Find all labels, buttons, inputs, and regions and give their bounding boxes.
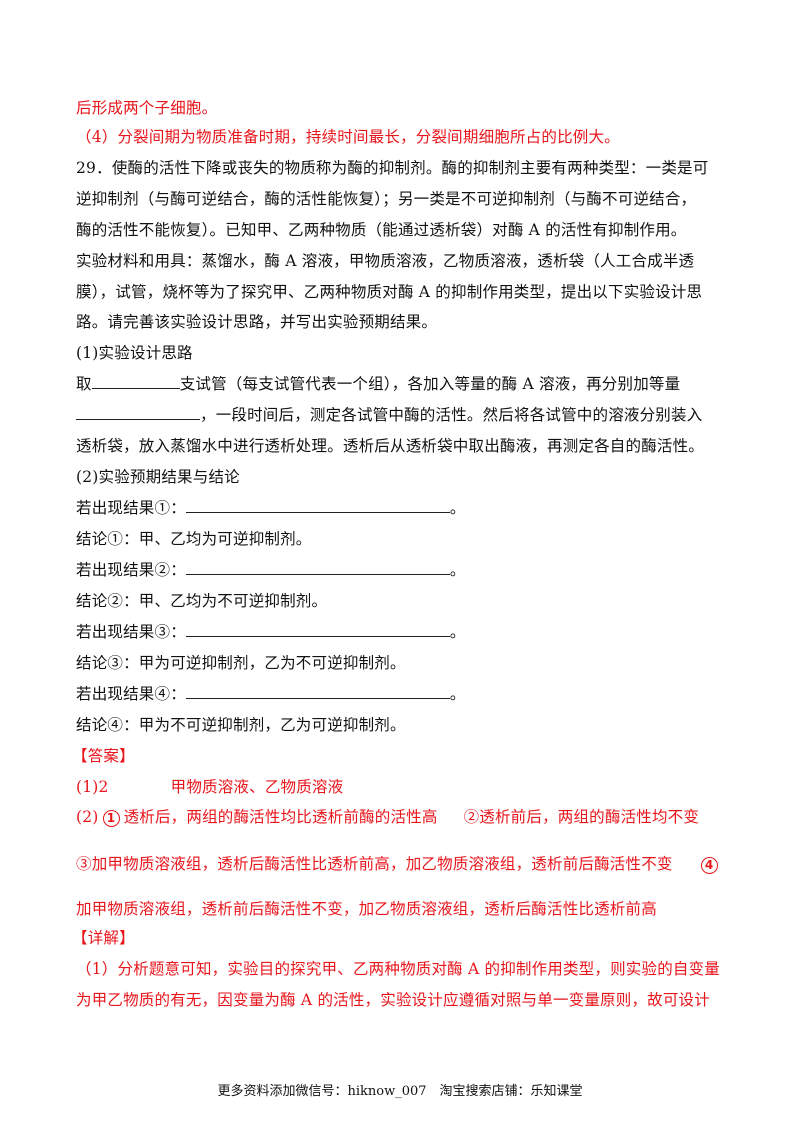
answer-line-1: (1)2 甲物质溶液、乙物质溶液	[76, 776, 726, 798]
question-line-2: 逆抑制剂（与酶可逆结合，酶的活性能恢复）；另一类是不可逆抑制剂（与酶不可逆结合，	[76, 190, 697, 208]
part1-title: (1)实验设计思路	[76, 344, 193, 362]
conclusion-3: 结论③：甲为可逆抑制剂，乙为不可逆抑制剂。	[76, 654, 406, 672]
blank-solutions[interactable]	[76, 405, 200, 420]
answer-line-4: 加甲物质溶液组，透析前后酶活性不变，加乙物质溶液组，透析后酶活性比透析前高	[76, 900, 657, 918]
conclusion-1: 结论①：甲、乙均为可逆抑制剂。	[76, 530, 312, 548]
question-line-6: 路。请完善该实验设计思路，并写出实验预期结果。	[76, 313, 438, 331]
prev-answer-line-2: （4）分裂间期为物质准备时期，持续时间最长，分裂间期细胞所占的比例大。	[76, 128, 620, 146]
detail-line-1: （1）分析题意可知，实验目的探究甲、乙两种物质对酶 A 的抑制作用类型，则实验的…	[76, 960, 721, 978]
design-text-b: 支试管（每支试管代表一个组），各加入等量的酶 A 溶液，再分别加等量	[179, 375, 681, 393]
design-line-2: ，一段时间后，测定各试管中酶的活性。然后将各试管中的溶液分别装入	[76, 404, 726, 426]
answer-1-text: 甲物质溶液、乙物质溶液	[170, 778, 344, 796]
result-end: 。	[449, 499, 466, 517]
detail-line-2: 为甲乙物质的有无，因变量为酶 A 的活性，实验设计应遵循对照与单一变量原则，故可…	[76, 991, 710, 1009]
blank-result-3[interactable]	[185, 622, 450, 637]
answer-1-number: (1)2	[76, 778, 109, 796]
part2-title: (2)实验预期结果与结论	[76, 468, 240, 486]
answer-2-result-2: ②透析前后，两组的酶活性均不变	[463, 808, 700, 826]
result-end: 。	[449, 685, 466, 703]
blank-result-1[interactable]	[185, 498, 450, 513]
question-line-5: 膜），试管，烧杯等为了探究甲、乙两种物质对酶 A 的抑制作用类型，提出以下实验设…	[76, 283, 703, 301]
result-1: 若出现结果①： 。	[76, 497, 726, 519]
answer-2-prefix: (2)	[76, 808, 99, 826]
design-text-a: 取	[76, 375, 92, 393]
result-2: 若出现结果②： 。	[76, 559, 726, 581]
answer-header: 【答案】	[72, 747, 135, 765]
design-line-1: 取 支试管（每支试管代表一个组），各加入等量的酶 A 溶液，再分别加等量	[76, 373, 726, 395]
design-text-c: ，一段时间后，测定各试管中酶的活性。然后将各试管中的溶液分别装入	[200, 406, 703, 424]
question-line-1: 29．使酶的活性下降或丧失的物质称为酶的抑制剂。酶的抑制剂主要有两种类型：一类是…	[76, 159, 709, 177]
result-label: 若出现结果②：	[76, 561, 186, 579]
detail-header: 【详解】	[72, 929, 135, 947]
circled-number-4: 4	[700, 856, 718, 874]
result-end: 。	[449, 561, 466, 579]
circled-number-1: 1	[102, 809, 120, 827]
result-label: 若出现结果④：	[76, 685, 186, 703]
result-label: 若出现结果①：	[76, 499, 186, 517]
design-line-3: 透析袋，放入蒸馏水中进行透析处理。透析后从透析袋中取出酶液，再测定各自的酶活性。	[76, 437, 705, 455]
answer-line-3: ③加甲物质溶液组，透析后酶活性比透析前高，加乙物质溶液组，透析前后酶活性不变 4	[76, 853, 726, 875]
result-4: 若出现结果④： 。	[76, 683, 726, 705]
result-end: 。	[449, 623, 466, 641]
conclusion-4: 结论④：甲为不可逆抑制剂，乙为可逆抑制剂。	[76, 716, 406, 734]
blank-tube-count[interactable]	[91, 374, 180, 389]
result-3: 若出现结果③： 。	[76, 621, 726, 643]
answer-2-result-1: 透析后，两组的酶活性均比透析前酶的活性高	[123, 808, 438, 826]
result-label: 若出现结果③：	[76, 623, 186, 641]
conclusion-2: 结论②：甲、乙均为不可逆抑制剂。	[76, 592, 328, 610]
page-footer: 更多资料添加微信号：hiknow_007 淘宝搜索店铺：乐知课堂	[217, 1084, 583, 1099]
question-line-4: 实验材料和用具：蒸馏水，酶 A 溶液，甲物质溶液，乙物质溶液，透析袋（人工合成半…	[76, 252, 695, 270]
prev-answer-line-1: 后形成两个子细胞。	[76, 99, 218, 117]
answer-result-3: ③加甲物质溶液组，透析后酶活性比透析前高，加乙物质溶液组，透析前后酶活性不变	[76, 855, 673, 873]
blank-result-2[interactable]	[185, 560, 450, 575]
question-line-3: 酶的活性不能恢复）。已知甲、乙两种物质（能通过透析袋）对酶 A 的活性有抑制作用…	[76, 221, 687, 239]
blank-result-4[interactable]	[185, 684, 450, 699]
